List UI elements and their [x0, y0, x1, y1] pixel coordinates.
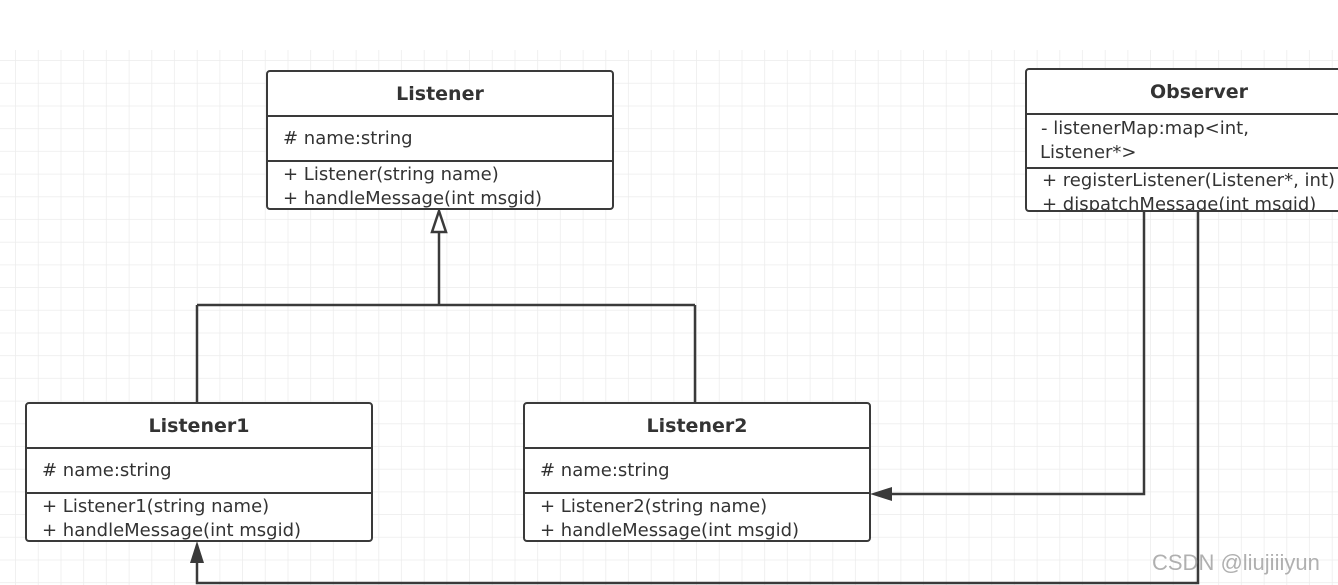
attribute: Listener*> — [1040, 142, 1137, 163]
class-listener2[interactable]: Listener2 # name:string + Listener2(stri… — [523, 402, 871, 542]
class-listener[interactable]: Listener # name:string + Listener(string… — [266, 70, 614, 210]
class-listener1[interactable]: Listener1 # name:string + Listener1(stri… — [25, 402, 373, 542]
attributes-section: # name:string — [27, 449, 371, 494]
attributes-section: # name:string — [268, 117, 612, 162]
method: + registerListener(Listener*, int) — [1042, 170, 1336, 191]
class-name: Listener1 — [27, 404, 371, 449]
observer-listener2-connector — [890, 211, 1146, 496]
methods-section: + Listener(string name) + handleMessage(… — [268, 162, 612, 209]
inheritance-connector — [195, 232, 697, 402]
observer-listener1-connector — [195, 211, 1200, 585]
class-name: Observer — [1027, 70, 1338, 115]
method: + handleMessage(int msgid) — [283, 188, 543, 209]
class-observer[interactable]: Observer - listenerMap:map<int, Listener… — [1025, 68, 1338, 212]
method: + Listener1(string name) — [42, 496, 270, 517]
attribute: # name:string — [42, 460, 172, 481]
method: + handleMessage(int msgid) — [42, 520, 302, 541]
methods-section: + registerListener(Listener*, int) + dis… — [1027, 169, 1338, 212]
attribute: # name:string — [540, 460, 670, 481]
class-name: Listener — [268, 72, 612, 117]
filled-arrow-icon — [190, 541, 204, 563]
attribute: # name:string — [283, 128, 413, 149]
attributes-section: # name:string — [525, 449, 869, 494]
method: + handleMessage(int msgid) — [540, 520, 800, 541]
methods-section: + Listener2(string name) + handleMessage… — [525, 494, 869, 541]
method: + Listener2(string name) — [540, 496, 768, 517]
method: + dispatchMessage(int msgid) — [1042, 194, 1317, 212]
filled-arrow-icon — [870, 487, 892, 501]
methods-section: + Listener1(string name) + handleMessage… — [27, 494, 371, 541]
attributes-section: - listenerMap:map<int, Listener*> — [1027, 115, 1338, 169]
attribute: - listenerMap:map<int, — [1041, 118, 1249, 139]
method: + Listener(string name) — [283, 164, 499, 185]
watermark: CSDN @liujiiiyun — [1152, 550, 1320, 575]
class-name: Listener2 — [525, 404, 869, 449]
hollow-triangle-arrow-icon — [430, 207, 448, 234]
